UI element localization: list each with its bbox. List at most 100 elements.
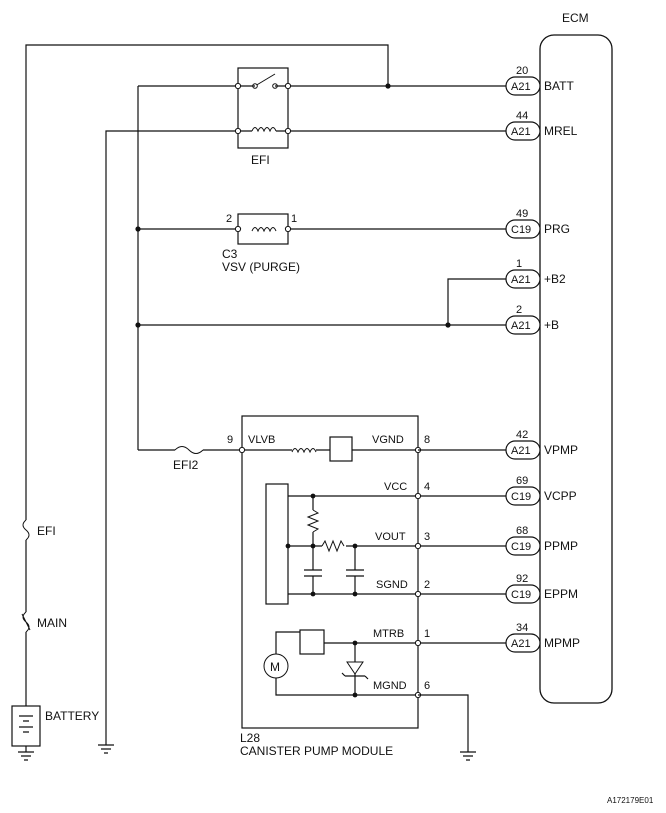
ecm-pin-signal: MPMP: [544, 636, 580, 650]
junction-sgnd-1: [310, 591, 316, 597]
ground-icon-battery: [18, 751, 34, 761]
junction-b-left: [135, 322, 141, 328]
ecm-pin-signal: +B: [544, 318, 559, 332]
main-fuse-label: MAIN: [37, 616, 67, 630]
motor-relay-box: [299, 629, 325, 655]
junction-b-right: [445, 322, 451, 328]
relay-term-3: [234, 127, 242, 135]
pressure-sensor-block: [265, 483, 289, 605]
relay-coil-icon: [251, 127, 277, 133]
battery-label: BATTERY: [45, 709, 99, 723]
junction-mgnd: [352, 692, 358, 698]
ecm-pin-signal: VCPP: [544, 489, 577, 503]
ecm-pin-signal: BATT: [544, 79, 574, 93]
term-mgnd-num: 6: [424, 680, 430, 692]
term-vcc-num: 4: [424, 481, 430, 493]
main-fuse-icon: [21, 611, 31, 633]
ecm-pin-number: 42: [516, 429, 528, 441]
ecm-pin-group: A2120BATTA2144MRELC1949PRGA211+B2A212+BA…: [505, 65, 580, 653]
ecm-connector-code: C19: [511, 589, 531, 601]
ecm-pin-signal: VPMP: [544, 443, 578, 457]
cap1-icon: [304, 569, 322, 577]
ecm-pin-number: 44: [516, 110, 528, 122]
ecm-pin-4: A21 2 +B: [505, 304, 559, 335]
term-mgnd-name: MGND: [373, 680, 407, 692]
efi-relay-box: [237, 67, 289, 149]
ecm-connector-code: C19: [511, 541, 531, 553]
efi-fuse-icon: [22, 519, 30, 541]
term-mtrb: [414, 639, 422, 647]
junction-sgnd-2: [352, 591, 358, 597]
wire-mgnd-ground: [418, 694, 469, 752]
ecm-connector-code: A21: [511, 274, 531, 286]
ecm-pin-number: 20: [516, 65, 528, 77]
term-sgnd: [414, 590, 422, 598]
ecm-pin-signal: MREL: [544, 124, 578, 138]
battery-box: [11, 705, 41, 747]
relay-switch: [254, 73, 276, 87]
ecm-connector-badge: [505, 219, 541, 239]
ecm-connector-code: C19: [511, 224, 531, 236]
term-vlvb-num: 9: [227, 434, 233, 446]
vsv-term-2: [234, 225, 242, 233]
term-vout-name: VOUT: [375, 531, 406, 543]
term-vgnd-num: 8: [424, 434, 430, 446]
ecm-pin-signal: EPPM: [544, 587, 578, 601]
ecm-connector-badge: [505, 269, 541, 289]
ecm-connector-badge: [505, 121, 541, 141]
module-box: [241, 415, 419, 729]
wire-mrel: [105, 130, 506, 745]
ecm-pin-signal: +B2: [544, 272, 566, 286]
resistor-horizontal-icon: [321, 539, 345, 553]
ecm-pin-signal: PPMP: [544, 539, 578, 553]
ecm-pin-number: 34: [516, 622, 528, 634]
efi2-label: EFI2: [173, 458, 199, 472]
ecm-block: [539, 34, 613, 704]
ground-icon-left: [98, 744, 114, 754]
battery-icon: [19, 715, 33, 733]
ecm-pin-number: 68: [516, 525, 528, 537]
ecm-connector-badge: [505, 440, 541, 460]
zener-diode-icon: [346, 661, 364, 675]
relay-label: EFI: [251, 153, 270, 167]
ecm-connector-badge: [505, 633, 541, 653]
junction-sensor-vout: [285, 543, 291, 549]
ecm-title: ECM: [562, 11, 589, 25]
term-vcc: [414, 492, 422, 500]
module-code: L28: [240, 731, 260, 745]
ground-icon-module: [460, 751, 476, 761]
ecm-pin-number: 92: [516, 573, 528, 585]
relay-term-1: [234, 82, 242, 90]
efi2-fuse-icon: [174, 446, 204, 454]
ecm-connector-badge: [505, 486, 541, 506]
term-mtrb-name: MTRB: [373, 628, 404, 640]
ecm-connector-code: A21: [511, 320, 531, 332]
ecm-pin-number: 69: [516, 475, 528, 487]
wire-motor-top: [275, 631, 300, 655]
term-sgnd-num: 2: [424, 579, 430, 591]
motor-letter: M: [270, 660, 280, 674]
valve-coil-icon: [291, 448, 317, 454]
ecm-pin-number: 2: [516, 304, 522, 316]
resistor-vertical-icon: [306, 509, 320, 533]
figure-id: A172179E01: [607, 796, 654, 805]
vsv-term-1: [284, 225, 292, 233]
vsv-name: VSV (PURGE): [222, 260, 300, 274]
vsv-code: C3: [222, 247, 238, 261]
vsv-pin-left: 2: [226, 213, 232, 225]
term-vout: [414, 542, 422, 550]
wire-motor-bottom: [275, 678, 418, 696]
wire-batt-top: [25, 44, 389, 505]
ecm-pin-number: 1: [516, 258, 522, 270]
ecm-connector-badge: [505, 76, 541, 96]
term-vcc-name: VCC: [384, 481, 407, 493]
valve-box: [329, 436, 353, 462]
ecm-connector-code: C19: [511, 491, 531, 503]
